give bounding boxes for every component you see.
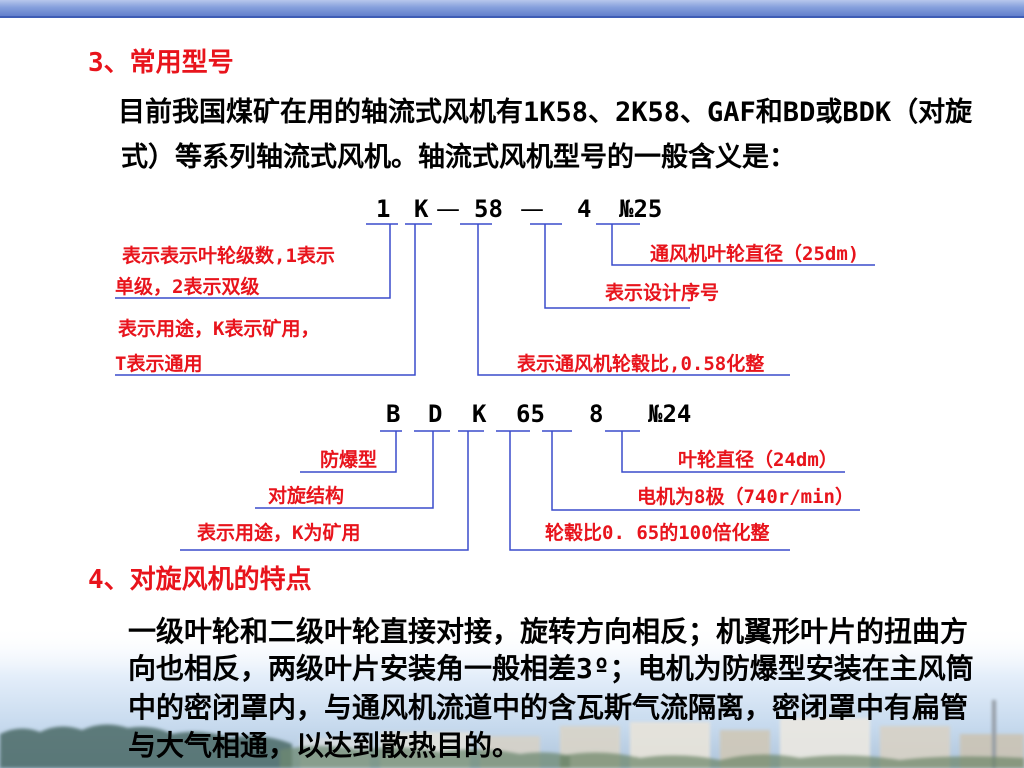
label-design-number: 表示设计序号: [605, 282, 720, 304]
label-stage-count-line-1: 表示表示叶轮级数,1表示: [122, 245, 335, 267]
label-hub-ratio-bdk: 轮毂比0. 65的100倍化整: [545, 522, 770, 544]
tree-line-right: [560, 752, 1024, 768]
label-explosion-proof: 防爆型: [320, 449, 378, 471]
model-token-hub-ratio: 65: [516, 400, 545, 428]
label-impeller-diameter: 通风机叶轮直径（25dm): [650, 243, 860, 265]
slide-top-band: [0, 0, 1024, 18]
model-token-diameter: №24: [648, 400, 692, 428]
connector-motor-poles: [542, 430, 860, 511]
connector-explosion-proof: [300, 430, 402, 473]
connector-design-number: [530, 223, 690, 309]
label-hub-ratio: 表示通风机轮毂比,0.58化整: [517, 353, 765, 375]
model-token-diameter: №25: [619, 195, 663, 223]
landscape-photo-background: [0, 626, 1024, 768]
connector-usage-bdk: [180, 430, 484, 551]
model-token-design-number: 4: [577, 195, 592, 223]
label-usage-bdk: 表示用途，K为矿用: [197, 522, 361, 544]
model-token-stage: 1: [376, 195, 391, 223]
connector-hub-ratio: [460, 223, 790, 376]
section-4-heading: 4、对旋风机的特点: [88, 565, 312, 595]
intro-paragraph-line: 目前我国煤矿在用的轴流式风机有1K58、2K58、GAF和BD或BDK（对旋: [118, 97, 973, 128]
connector-counter-rotating: [255, 430, 450, 509]
tower-shape: [992, 700, 996, 768]
model-token-usage: K: [414, 195, 429, 223]
label-impeller-diameter-bdk: 叶轮直径（24dm）: [678, 449, 838, 471]
connector-hub-ratio-bdk: [496, 430, 790, 551]
label-usage-line-2: T表示通用: [115, 353, 203, 375]
features-paragraph-line: 一级叶轮和二级叶轮直接对接，旋转方向相反；机翼形叶片的扭曲方: [128, 615, 969, 648]
model-token-motor-poles: 8: [589, 400, 604, 428]
label-counter-rotating: 对旋结构: [268, 485, 345, 507]
label-usage-line-1: 表示用途，K表示矿用，: [118, 318, 320, 340]
features-paragraph-line: 中的密闭罩内，与通风机流道中的含瓦斯气流隔离，密闭罩中有扁管: [128, 691, 969, 724]
model-token-usage: K: [472, 400, 487, 428]
label-motor-poles: 电机为8极（740r/min）: [637, 486, 854, 508]
model-token-explosion-proof: B: [386, 400, 401, 428]
section-3-heading: 3、常用型号: [88, 48, 234, 78]
label-stage-count-line-2: 单级，2表示双级: [115, 276, 260, 298]
model-token-dash: —: [436, 195, 460, 223]
model-token-counter-rotating: D: [428, 400, 443, 428]
slide-top-band-edge: [0, 16, 1024, 18]
model-token-dash: —: [520, 195, 544, 223]
connector-usage: [115, 223, 432, 376]
connector-stage-count: [115, 223, 398, 299]
tree-lines: [0, 724, 1024, 768]
features-paragraph-line: 向也相反，两级叶片安装角一般相差3º；电机为防爆型安装在主风筒: [128, 652, 974, 685]
connector-impeller-diameter: [596, 223, 875, 266]
features-paragraph-line: 与大气相通，以达到散热目的。: [128, 729, 521, 762]
intro-paragraph-line: 式）等系列轴流式风机。轴流式风机型号的一般含义是：: [121, 142, 796, 173]
tree-line-middle: [280, 746, 570, 768]
tree-line-left: [0, 724, 292, 768]
connector-impeller-diameter-bdk: [605, 430, 845, 473]
model-token-hub-ratio: 58: [474, 195, 503, 223]
